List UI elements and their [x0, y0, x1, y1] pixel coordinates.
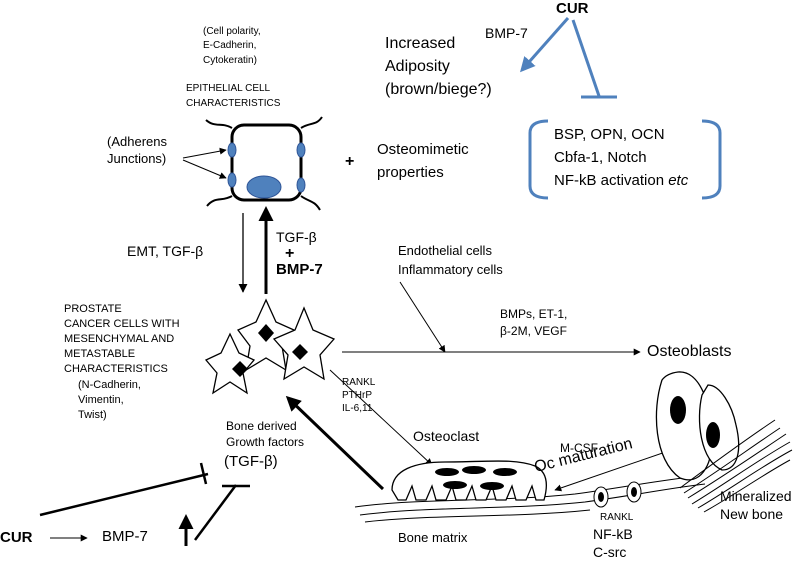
cur-top-label: CUR — [556, 0, 589, 17]
prostate-cancer-cells — [204, 298, 336, 395]
prostate-marker-3: Twist) — [78, 409, 107, 421]
emt-label: EMT, TGF-β — [127, 243, 204, 259]
adherens-label-line-2: Junctions) — [107, 151, 167, 166]
cur-bottom-label: CUR — [0, 529, 33, 546]
osteoclast-factor-rankl: RANKL — [342, 377, 376, 388]
growth-factor-arrow — [285, 395, 385, 491]
prostate-line-3: MESENCHYMAL AND — [64, 333, 175, 345]
right-bracket — [701, 119, 722, 200]
cur-to-adiposity-arrow — [520, 17, 570, 73]
met-bmp7-label: BMP-7 — [276, 261, 323, 278]
nucleus — [246, 175, 282, 199]
epithelial-title-line-1: EPITHELIAL CELL — [186, 83, 271, 94]
junction — [296, 142, 306, 158]
adiposity-line-2: Adiposity — [385, 58, 450, 75]
osteoblast-factors-line-2: β-2M, VEGF — [500, 324, 567, 338]
osteoblast-factors-line-1: BMPs, ET-1, — [500, 307, 568, 321]
epithelial-marker-line-3: Cytokeratin) — [203, 55, 257, 66]
bone-matrix-lines — [354, 475, 706, 523]
left-bracket — [528, 119, 549, 200]
inflammatory-label: Inflammatory cells — [398, 262, 503, 277]
adherens-label-line-1: (Adherens — [107, 134, 167, 149]
epithelial-marker-line-2: E-Cadherin, — [203, 40, 257, 51]
prostate-line-1: PROSTATE — [64, 303, 122, 315]
junction-arrow — [182, 147, 227, 159]
adiposity-line-1: Increased — [385, 35, 456, 52]
prostate-marker-1: (N-Cadherin, — [78, 379, 141, 391]
osteoclast-factor-pthrp: PTHrP — [342, 390, 372, 401]
epithelial-cell — [205, 116, 323, 211]
prostate-line-4: METASTABLE — [64, 348, 136, 360]
osteomimetic-line-1: Osteomimetic — [377, 141, 469, 158]
growth-line-1: Bone derived — [226, 419, 297, 433]
etc-text: etc — [668, 172, 689, 189]
prostate-line-5: CHARACTERISTICS — [64, 363, 168, 375]
growth-factor-inhibition — [39, 462, 250, 541]
to-osteoclast-arrow — [329, 369, 433, 466]
adiposity-line-3: (brown/biege?) — [385, 81, 492, 98]
junction — [296, 177, 306, 193]
inhibited-line-1: BSP, OPN, OCN — [554, 126, 665, 143]
precursor-nfkb: NF-kB — [593, 526, 633, 542]
osteomimetic-line-2: properties — [377, 164, 444, 181]
epithelial-title-line-2: CHARACTERISTICS — [186, 98, 281, 109]
mineralized-line-1: Mineralized — [720, 488, 792, 504]
junction — [227, 172, 237, 188]
maturation-arrow — [554, 446, 681, 492]
mineralized-bone-lines — [679, 419, 793, 513]
inhibited-line-3: NF-kB activation etc — [554, 172, 688, 190]
plus-sign: + — [345, 153, 355, 170]
bmp7-bottom-label: BMP-7 — [102, 528, 148, 545]
precursor-csrc: C-src — [593, 544, 627, 560]
endothelial-arrow — [399, 281, 446, 353]
osteoclast-label: Osteoclast — [413, 428, 480, 444]
met-tgf-label: TGF-β — [276, 229, 317, 245]
bmp7-top-label: BMP-7 — [485, 25, 528, 41]
precursor-rankl: RANKL — [600, 512, 634, 523]
osteoclast-precursors — [593, 481, 642, 508]
cancer-cell-markers — [232, 324, 308, 377]
junction — [227, 142, 237, 158]
inhibited-line-2: Cbfa-1, Notch — [554, 149, 647, 166]
prostate-line-2: CANCER CELLS WITH — [64, 318, 180, 330]
osteoblast-cells — [655, 371, 740, 481]
epithelial-marker-line-1: (Cell polarity, — [203, 26, 261, 37]
osteoclast-cell — [391, 460, 547, 501]
junction-arrow — [182, 159, 227, 179]
mineralized-line-2: New bone — [720, 506, 784, 522]
nfkb-activation-text: NF-kB activation — [554, 172, 669, 189]
bone-matrix-label: Bone matrix — [398, 530, 468, 545]
endothelial-label: Endothelial cells — [398, 243, 492, 258]
prostate-marker-2: Vimentin, — [78, 394, 124, 406]
growth-tgf-label: (TGF-β) — [224, 453, 278, 470]
osteoclast-factor-il6: IL-6,11 — [342, 403, 373, 414]
mcsf-label: M-CSF — [560, 441, 598, 455]
osteoblasts-label: Osteoblasts — [647, 343, 732, 360]
met-plus-label: + — [285, 245, 295, 262]
growth-line-2: Growth factors — [226, 435, 305, 449]
cur-inhibition — [571, 19, 617, 99]
